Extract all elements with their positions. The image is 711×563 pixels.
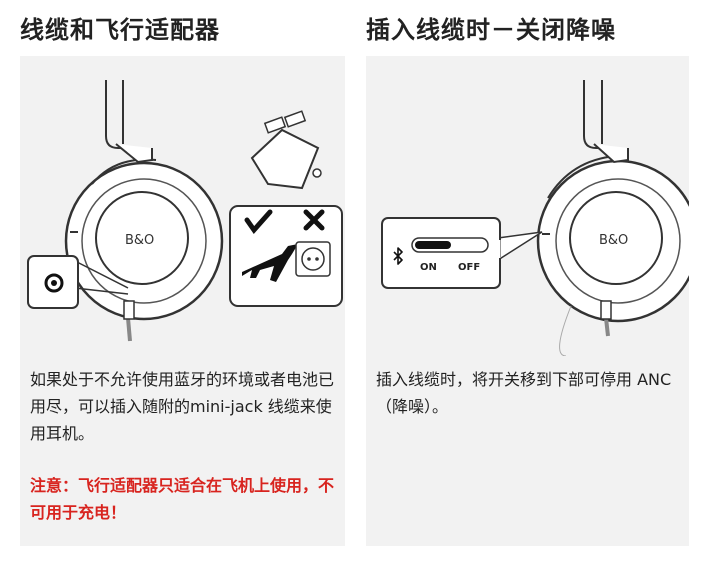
right-body-text: 插入线缆时，将开关移到下部可停用 ANC（降噪）。	[376, 370, 672, 416]
bluetooth-icon	[393, 247, 403, 265]
flight-adapter-icon	[250, 110, 322, 190]
left-warning-text: 注意：飞行适配器只适合在飞机上使用，不可用于充电！	[30, 476, 335, 522]
brand-mark-right: B&O	[599, 233, 628, 248]
right-heading: 插入线缆时－关闭降噪	[366, 16, 616, 44]
switch-off-label: OFF	[458, 262, 480, 273]
airplane-icon	[242, 244, 298, 282]
headphone-cable-illustration: B&O	[27, 80, 343, 342]
anc-switch-illustration: B&O ON OFF	[381, 80, 689, 356]
brand-mark-left: B&O	[125, 233, 154, 248]
cross-icon	[303, 209, 325, 231]
left-card: B&O	[20, 56, 345, 546]
anc-callout	[381, 217, 501, 289]
check-icon	[244, 209, 273, 235]
left-body-text: 如果处于不允许使用蓝牙的环境或者电池已用尽，可以插入随附的mini-jack 线…	[30, 370, 335, 443]
wall-socket-icon	[295, 241, 331, 277]
anc-switch[interactable]	[411, 237, 489, 253]
right-card: B&O ON OFF 插入线缆时，将开关移到下部可停用 ANC（降噪）。	[366, 56, 689, 546]
headphone-jack-icon	[44, 273, 64, 293]
switch-on-label: ON	[420, 262, 437, 273]
left-heading: 线缆和飞行适配器	[20, 16, 220, 44]
